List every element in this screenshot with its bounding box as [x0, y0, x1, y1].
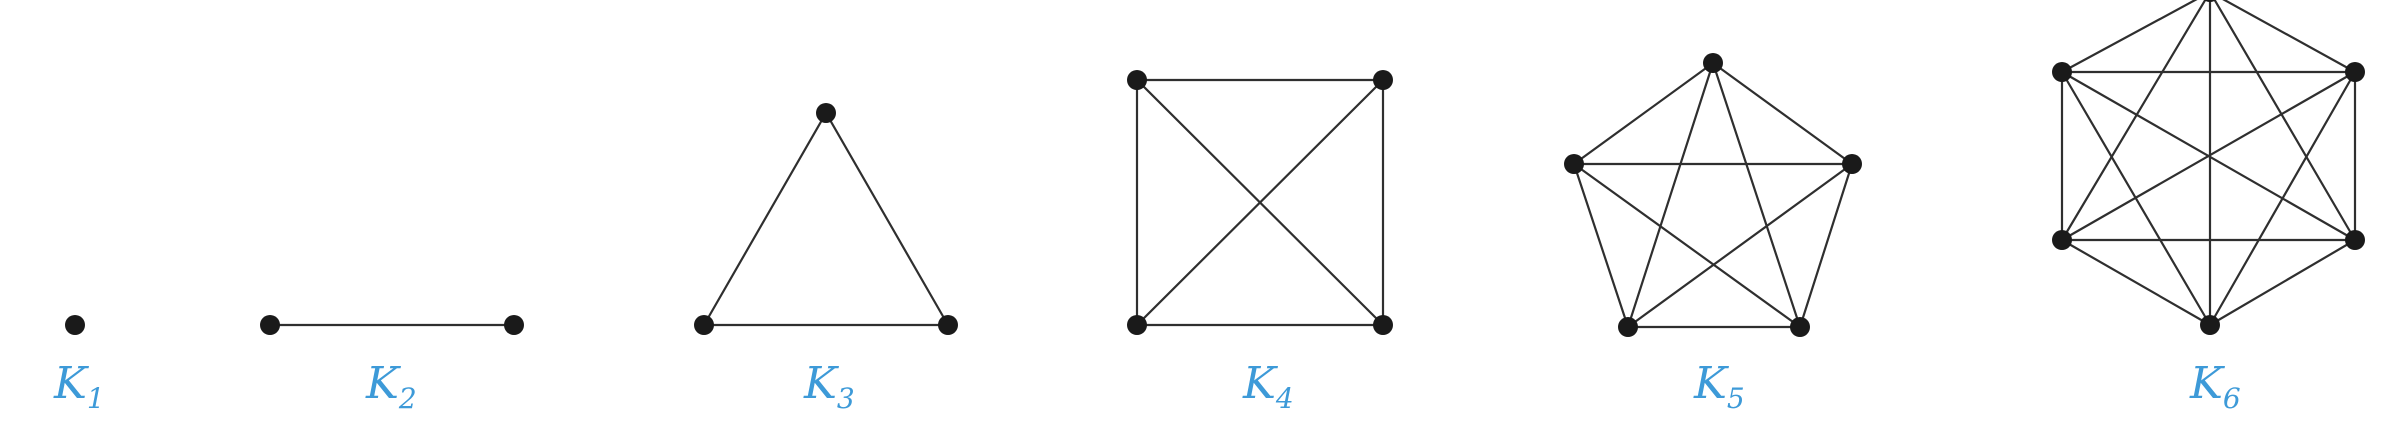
graph-k5: [1564, 53, 1862, 337]
label-k5-subscript: 5: [1727, 382, 1745, 415]
edge: [2060, 238, 2212, 327]
label-k3-letter: K: [803, 358, 839, 409]
vertex: [1618, 317, 1638, 337]
graph-k2: [260, 315, 524, 335]
vertex: [1127, 70, 1147, 90]
vertex: [260, 315, 280, 335]
edge: [1135, 78, 1385, 327]
vertex: [2052, 62, 2072, 82]
vertex: [1790, 317, 1810, 337]
edge: [2060, 0, 2198, 74]
label-k3: K3: [803, 358, 855, 415]
edge: [2222, 0, 2357, 74]
edge: [2060, 70, 2212, 327]
edge: [1572, 162, 1630, 329]
label-k6: K6: [2189, 358, 2241, 415]
label-k4-letter: K: [1242, 358, 1278, 409]
vertex: [504, 315, 524, 335]
edge: [2060, 0, 2207, 242]
label-k2-letter: K: [365, 358, 401, 409]
label-k2: K2: [365, 358, 417, 415]
edge: [2208, 238, 2357, 327]
edge: [2060, 70, 2357, 242]
vertex: [2052, 230, 2072, 250]
label-k1-letter: K: [53, 358, 89, 409]
edge: [2213, 0, 2357, 242]
label-k6-subscript: 6: [2223, 382, 2241, 415]
edge: [1626, 162, 1854, 329]
label-k2-subscript: 2: [398, 382, 417, 415]
graphs-layer: [65, 0, 2365, 337]
graph-k3: [694, 103, 958, 335]
graph-k4: [1127, 70, 1393, 335]
label-k4: K4: [1242, 358, 1294, 415]
graph-k1: [65, 315, 85, 335]
vertex: [1127, 315, 1147, 335]
edge: [1798, 162, 1854, 329]
vertex: [1703, 53, 1723, 73]
vertex: [65, 315, 85, 335]
vertex: [1842, 154, 1862, 174]
vertex: [1373, 315, 1393, 335]
edge: [1711, 61, 1802, 329]
edge: [824, 111, 950, 327]
vertex: [2204, 0, 2216, 2]
vertex: [2345, 230, 2365, 250]
edge: [1711, 61, 1854, 166]
vertex: [1564, 154, 1584, 174]
vertex: [694, 315, 714, 335]
edge: [1572, 162, 1802, 329]
label-k1-subscript: 1: [87, 382, 105, 415]
vertex: [1373, 70, 1393, 90]
edge: [1626, 61, 1715, 329]
vertex: [2200, 315, 2220, 335]
graph-k6: [2052, 0, 2365, 335]
label-k5-letter: K: [1693, 358, 1729, 409]
label-k5: K5: [1693, 358, 1745, 415]
label-k6-letter: K: [2189, 358, 2225, 409]
edge: [1572, 61, 1715, 166]
vertex: [2345, 62, 2365, 82]
vertex: [816, 103, 836, 123]
vertex: [938, 315, 958, 335]
label-k4-subscript: 4: [1275, 382, 1294, 415]
label-k3-subscript: 3: [837, 382, 855, 415]
label-k1: K1: [53, 358, 105, 415]
edge: [702, 111, 828, 327]
